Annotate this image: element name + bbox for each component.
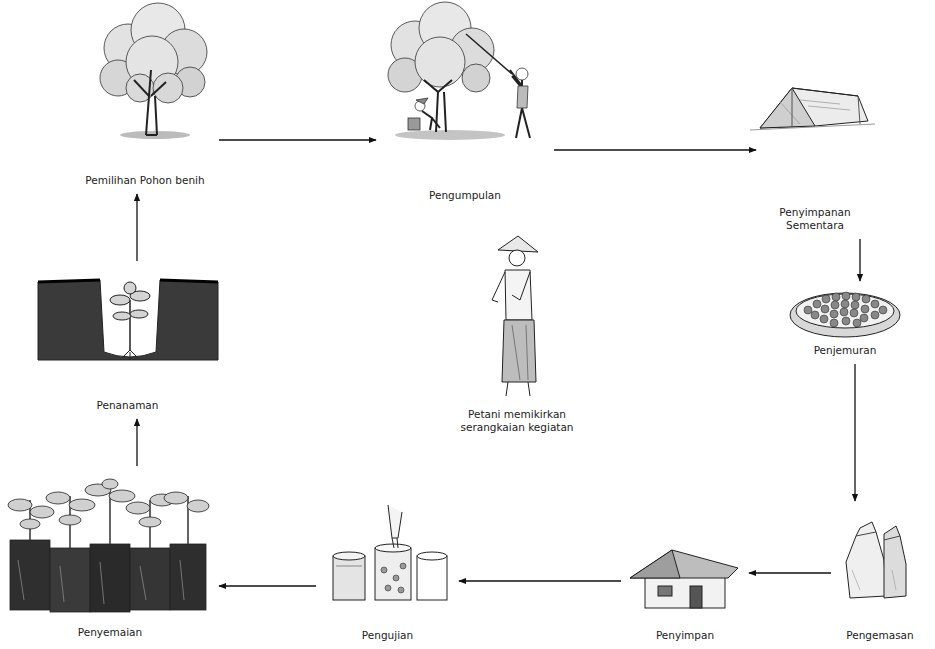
flow-arrow (219, 585, 316, 586)
process-step: Pengemasan (835, 505, 925, 645)
process-step: Penanaman (30, 265, 225, 415)
nursery-seedlings-drawing (8, 479, 209, 612)
flow-arrow (459, 580, 621, 581)
process-step: Penyemaian (5, 470, 215, 642)
testing-jars-drawing (333, 505, 447, 600)
process-step: Penyimpan (625, 540, 745, 645)
flow-arrow (136, 194, 137, 261)
step-label: Penyimpanan Sementara (760, 206, 870, 232)
tent-drawing (750, 88, 875, 130)
process-step: Penyimpanan Sementara (760, 70, 870, 235)
process-step: Pengujian (320, 500, 455, 645)
process-step: Pemilihan Pohon benih (75, 5, 215, 190)
process-step: Penjemuran (785, 285, 905, 360)
step-label: Penanaman (30, 399, 225, 412)
flow-arrow (219, 139, 376, 140)
step-label: Pemilihan Pohon benih (75, 174, 215, 187)
drying-basket-drawing (790, 292, 900, 337)
storage-house-drawing (630, 550, 738, 608)
seed-tree-drawing (100, 3, 207, 139)
collecting-drawing (388, 2, 530, 140)
flow-arrow (136, 419, 137, 466)
flow-arrow (749, 572, 831, 573)
process-step: Pengumpulan (380, 5, 550, 205)
step-label: Penyimpan (625, 629, 745, 642)
seed-bags-drawing (846, 522, 906, 598)
caption-note: Petani memikirkan serangkaian kegiatan (447, 408, 587, 434)
planting-pit-drawing (38, 280, 218, 360)
step-label: Pengumpulan (380, 189, 550, 202)
farmer-figure-drawing (492, 236, 538, 396)
flow-arrow (854, 364, 855, 501)
step-label: Pengujian (320, 629, 455, 642)
flow-arrow (859, 239, 860, 281)
step-label: Pengemasan (835, 629, 925, 642)
step-label: Penyemaian (5, 626, 215, 639)
step-label: Penjemuran (785, 344, 905, 357)
flow-arrow (554, 149, 756, 150)
